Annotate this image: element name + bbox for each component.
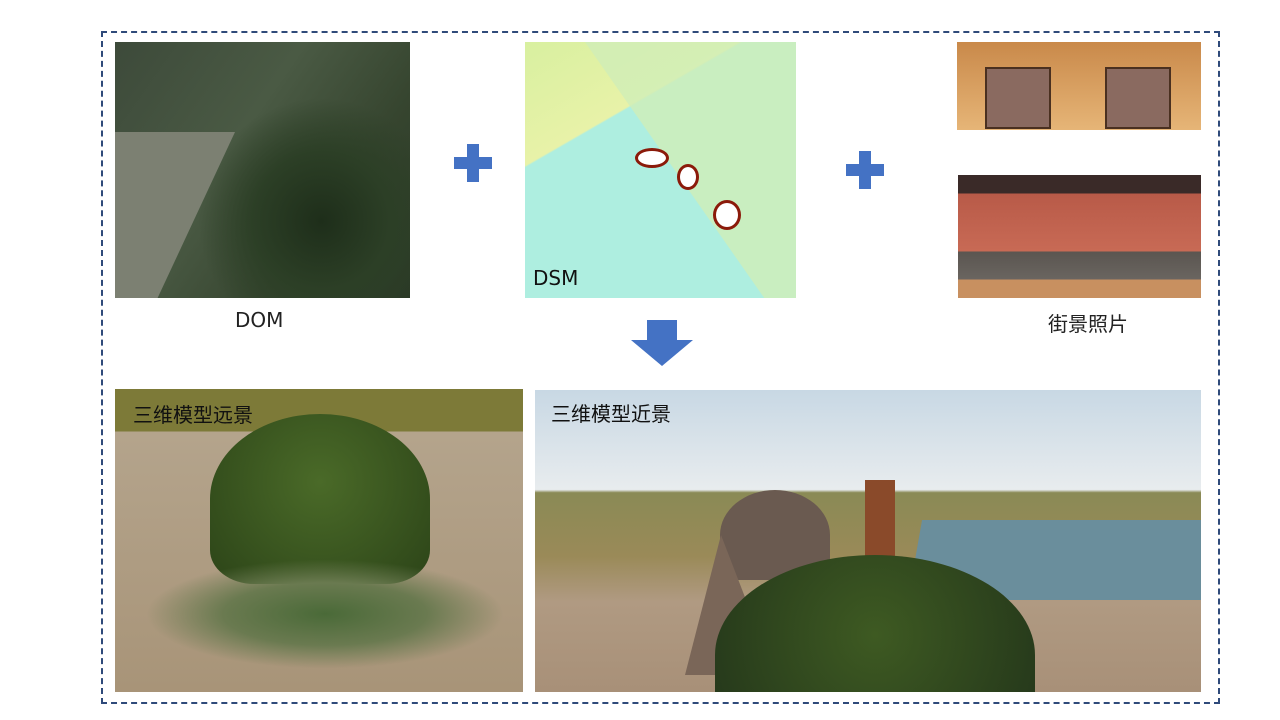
street-photo-railing (958, 175, 1201, 298)
plus-icon (846, 151, 884, 189)
dsm-image: DSM (525, 42, 796, 298)
dom-image (115, 42, 410, 298)
dsm-label: DSM (533, 266, 579, 290)
model-near-label: 三维模型近景 (551, 402, 671, 426)
dashed-frame (101, 31, 1220, 704)
street-photos-label: 街景照片 (1048, 312, 1128, 336)
plus-icon (454, 144, 492, 182)
street-photo-facade (957, 42, 1201, 130)
model-far-label: 三维模型远景 (133, 403, 253, 427)
dom-label: DOM (235, 308, 284, 332)
down-arrow-icon (631, 320, 693, 366)
model-far-view-image: 三维模型远景 (115, 389, 523, 692)
model-near-view-image: 三维模型近景 (535, 390, 1201, 692)
